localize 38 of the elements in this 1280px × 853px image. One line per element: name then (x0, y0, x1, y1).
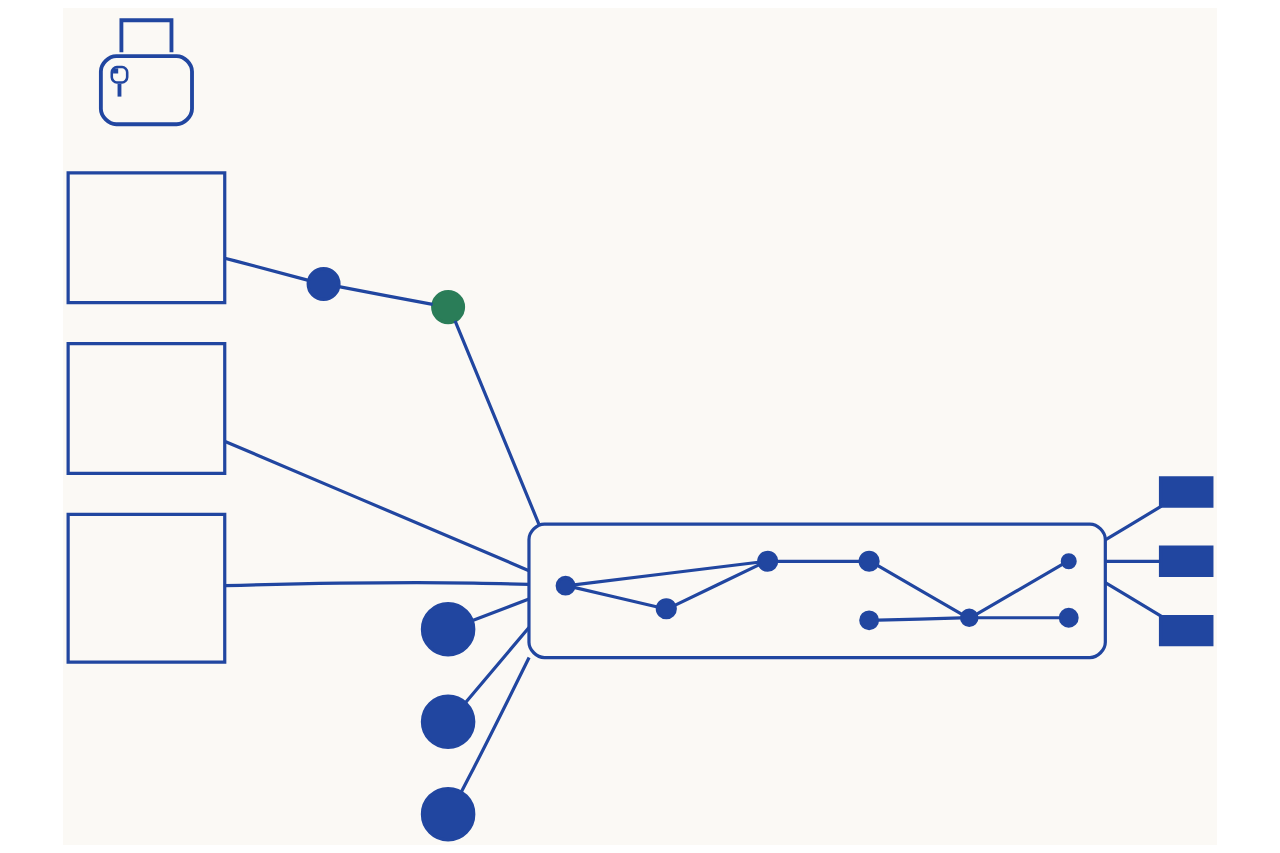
node-circle (1060, 553, 1077, 570)
connector (1104, 504, 1163, 542)
node-box (1158, 545, 1214, 577)
connector (573, 560, 759, 587)
connector (1105, 559, 1161, 563)
connector (975, 562, 1064, 616)
node-circle (655, 598, 677, 620)
connector (674, 563, 761, 607)
node-circle (959, 608, 979, 628)
node-circle (420, 694, 476, 749)
connector (776, 559, 860, 563)
node-circle (431, 290, 466, 325)
node-box (66, 512, 227, 664)
node-box (66, 171, 227, 305)
connector (459, 656, 531, 793)
node-circle (420, 786, 476, 842)
connector (1104, 581, 1163, 618)
node-box (66, 342, 227, 475)
connector (878, 616, 962, 622)
connector (464, 626, 531, 704)
node-box (1158, 614, 1214, 647)
node-box (1158, 476, 1214, 508)
connector (453, 320, 541, 525)
node-circle (859, 610, 880, 631)
node-circle (420, 602, 476, 657)
node-circle (1058, 607, 1079, 628)
node-circle (757, 550, 779, 572)
connector (472, 597, 530, 622)
node-circle (858, 550, 880, 572)
connector (224, 439, 530, 573)
connector (224, 256, 309, 282)
connector (876, 563, 963, 616)
connector (977, 616, 1060, 620)
connector (224, 581, 529, 588)
node-circle (306, 267, 341, 302)
connector (573, 585, 658, 609)
node-circle (555, 575, 576, 596)
connector (338, 285, 433, 306)
